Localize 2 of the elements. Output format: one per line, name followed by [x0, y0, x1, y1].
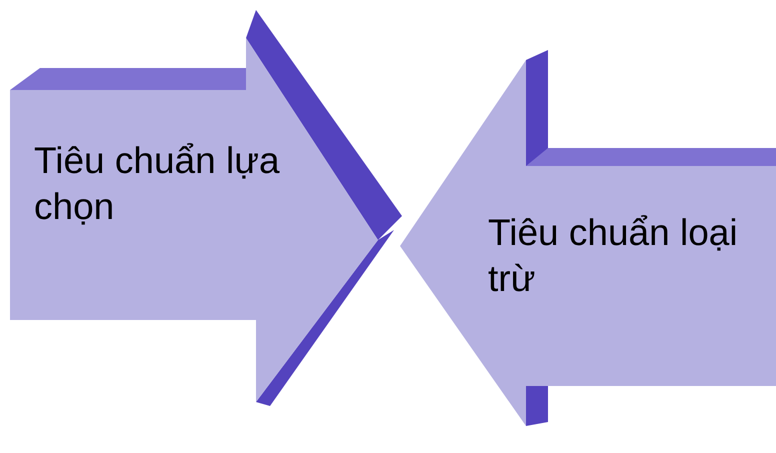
arrow-label: Tiêu chuẩn lựa chọn: [34, 139, 281, 229]
arrow-label: Tiêu chuẩn loại trừ: [488, 211, 739, 301]
